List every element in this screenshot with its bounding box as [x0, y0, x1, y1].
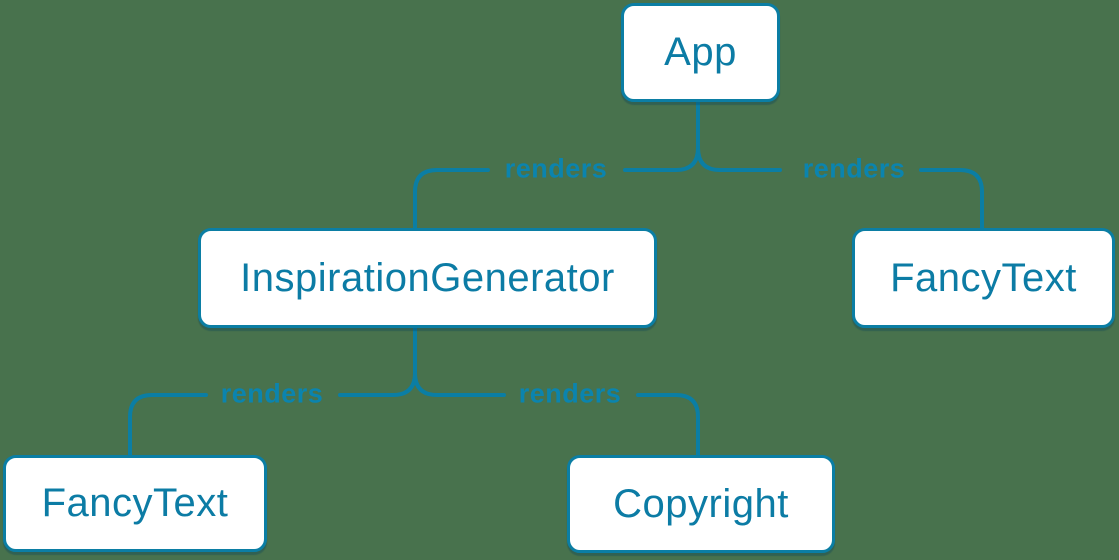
edge-label-app-fancytext: renders [802, 153, 906, 184]
edge-label-inspirationgenerator-copyright: renders [518, 378, 622, 409]
node-fancy-text-bottom: FancyText [3, 455, 267, 552]
node-fancy-text-top: FancyText [852, 228, 1115, 328]
edge-label-inspirationgenerator-fancytext: renders [220, 378, 324, 409]
edge-inspirationgenerator-to-copyright [413, 371, 700, 457]
edge-label-app-inspirationgenerator: renders [504, 153, 608, 184]
node-copyright: Copyright [567, 455, 835, 553]
node-app: App [621, 3, 780, 102]
node-inspiration-generator-label: InspirationGenerator [240, 255, 615, 300]
node-app-label: App [664, 30, 737, 74]
node-copyright-label: Copyright [613, 481, 789, 526]
edge-app-to-fancytext [696, 146, 984, 230]
node-fancy-text-top-label: FancyText [890, 255, 1077, 300]
node-inspiration-generator: InspirationGenerator [198, 228, 657, 328]
node-fancy-text-bottom-label: FancyText [41, 481, 229, 525]
